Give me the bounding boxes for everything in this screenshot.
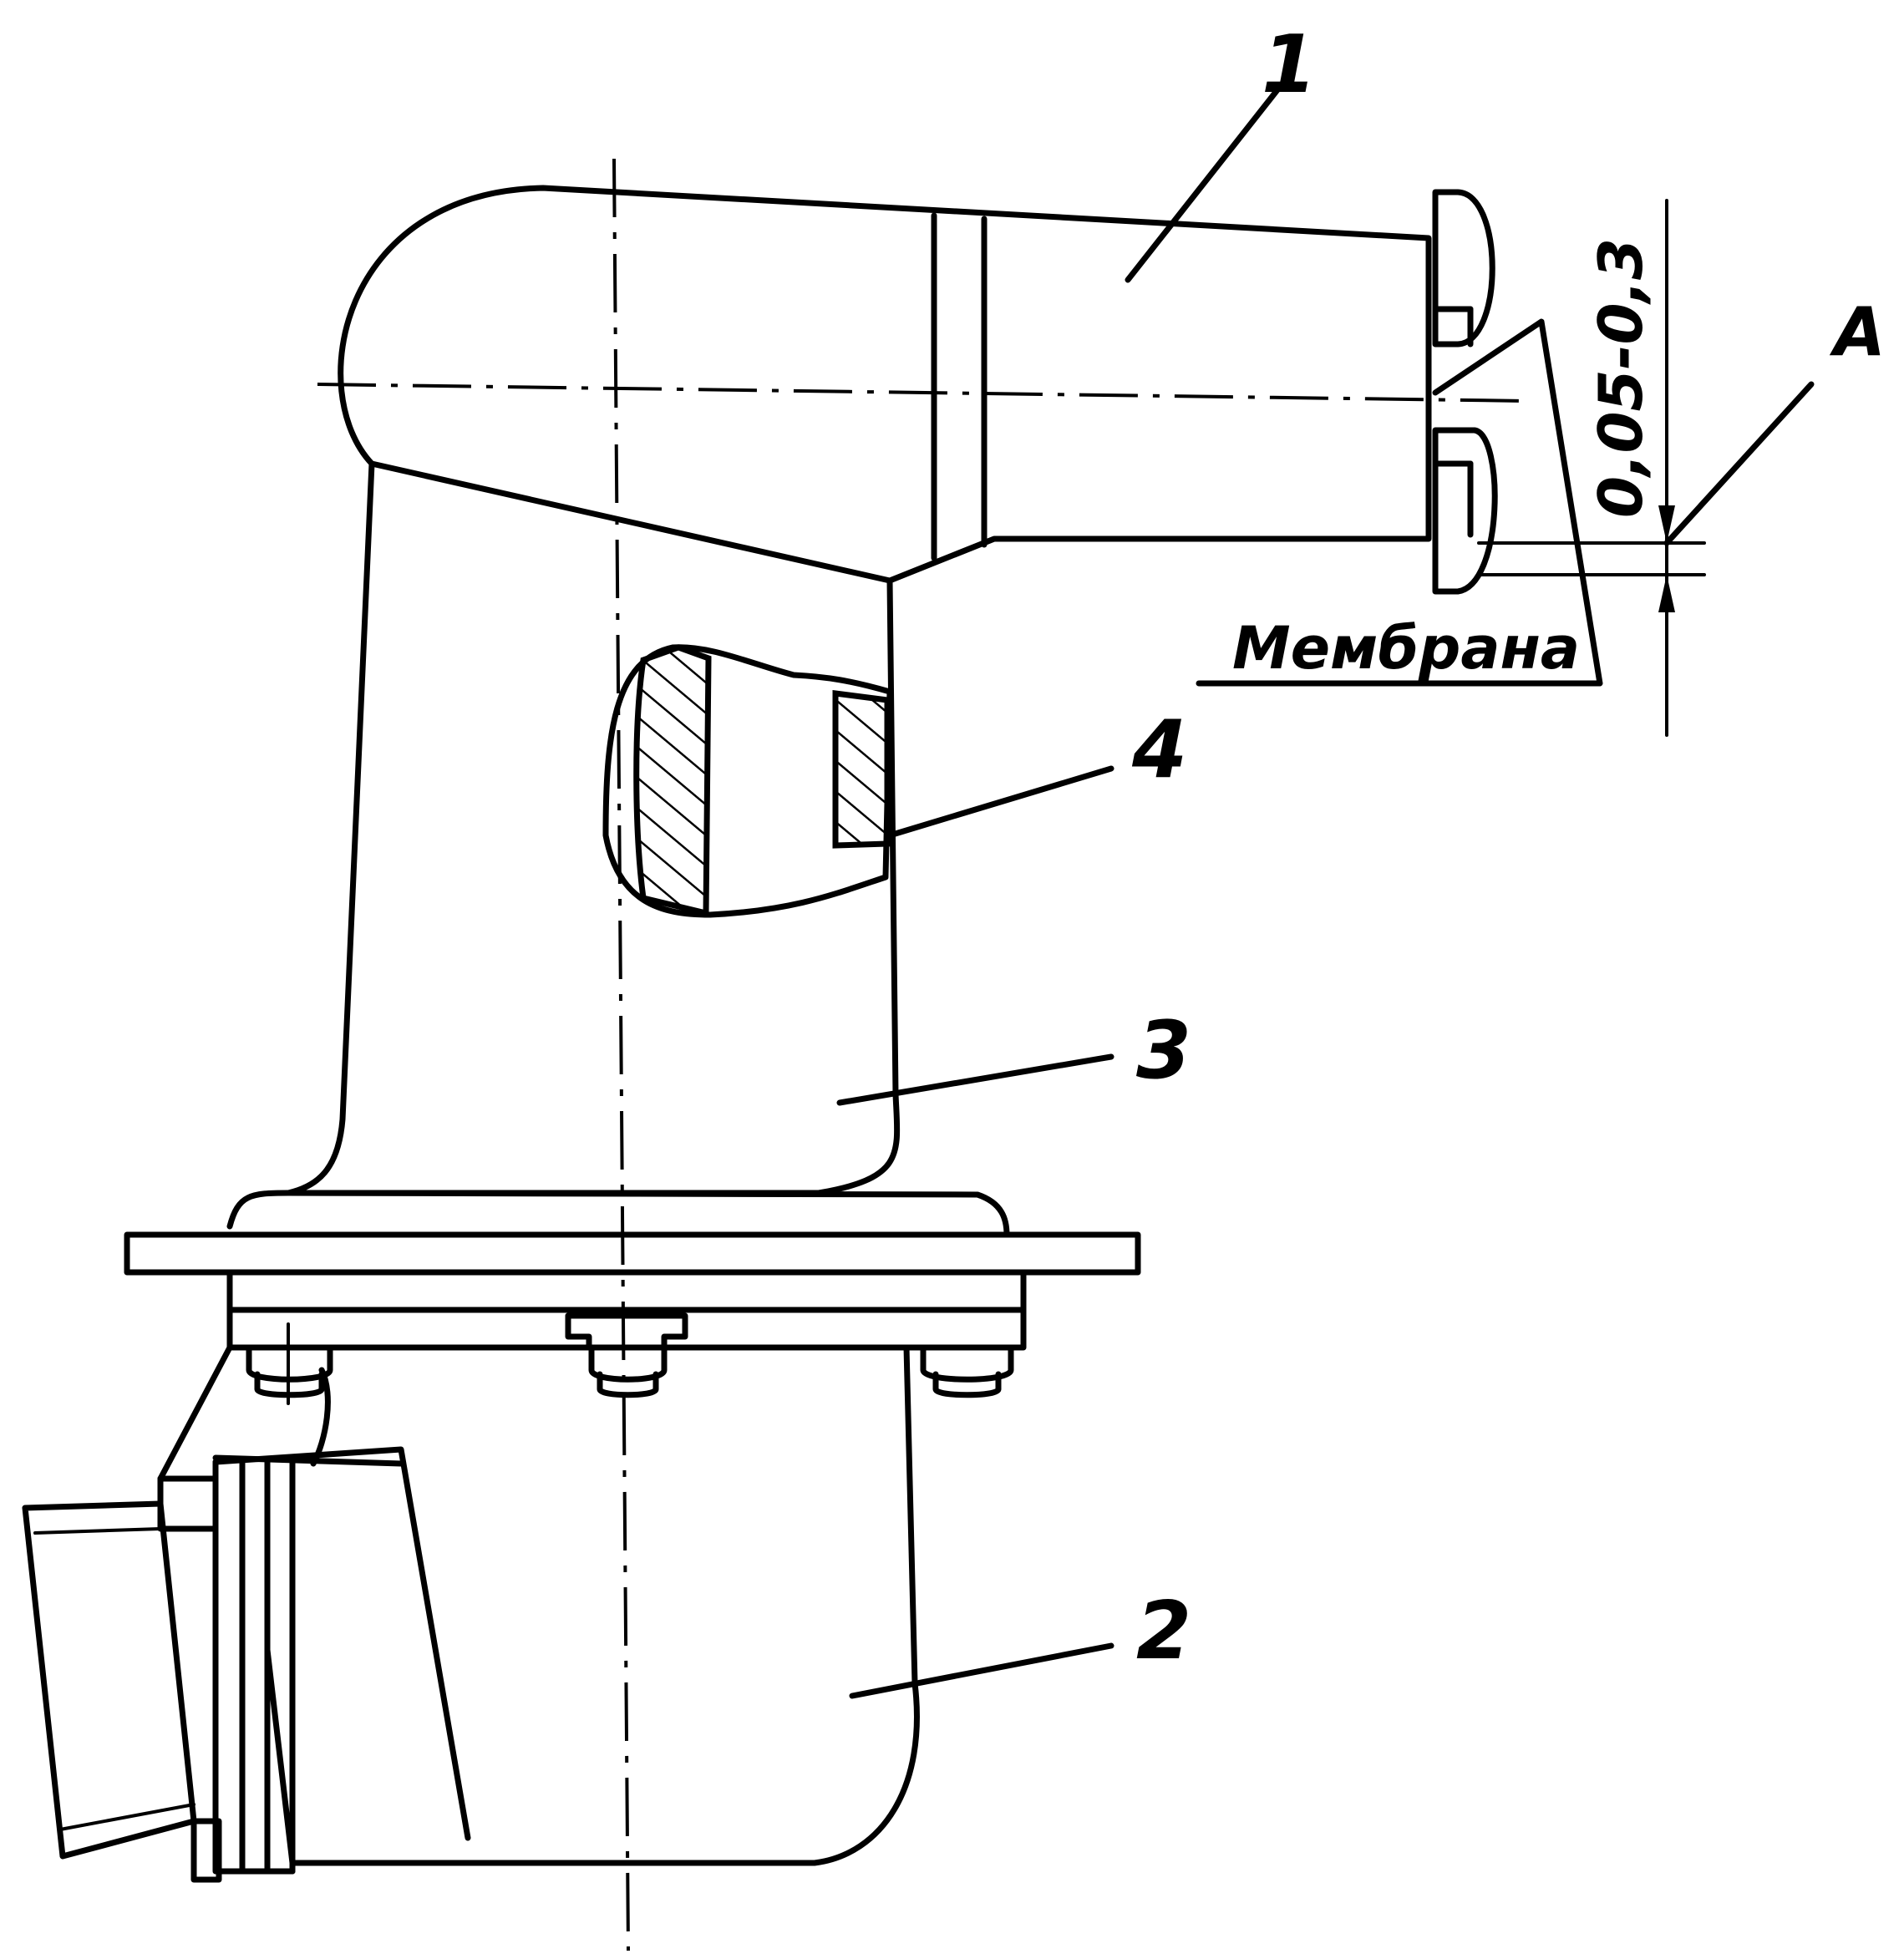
label-part-2: 2: [1136, 1586, 1191, 1677]
leader-1: [1125, 80, 1286, 283]
label-part-3: 3: [1136, 1005, 1191, 1097]
label-part-4: 4: [1131, 704, 1187, 796]
leader-4: [886, 765, 1114, 839]
label-gap-dimension: 0,05-0,3: [1586, 238, 1656, 518]
label-membrane: Мембрана: [1232, 614, 1580, 683]
housing-part-2: [22, 1344, 920, 1883]
horizontal-center-axis: [317, 383, 1530, 403]
flange-assembly: [124, 1190, 1141, 1405]
label-part-1: 1: [1262, 19, 1317, 111]
gap-dimension: [1477, 199, 1815, 737]
bolt-left: [246, 1322, 333, 1405]
column-part-3: [285, 460, 901, 1196]
vertical-center-axis: [612, 158, 630, 1951]
head-part-1: [338, 185, 1603, 687]
label-point-a: A: [1829, 293, 1886, 371]
leader-3: [836, 1053, 1114, 1106]
bolt-right: [920, 1344, 1014, 1398]
bolt-center: [565, 1312, 688, 1398]
leader-2: [849, 1642, 1114, 1699]
cutaway-part-4: [602, 644, 893, 918]
